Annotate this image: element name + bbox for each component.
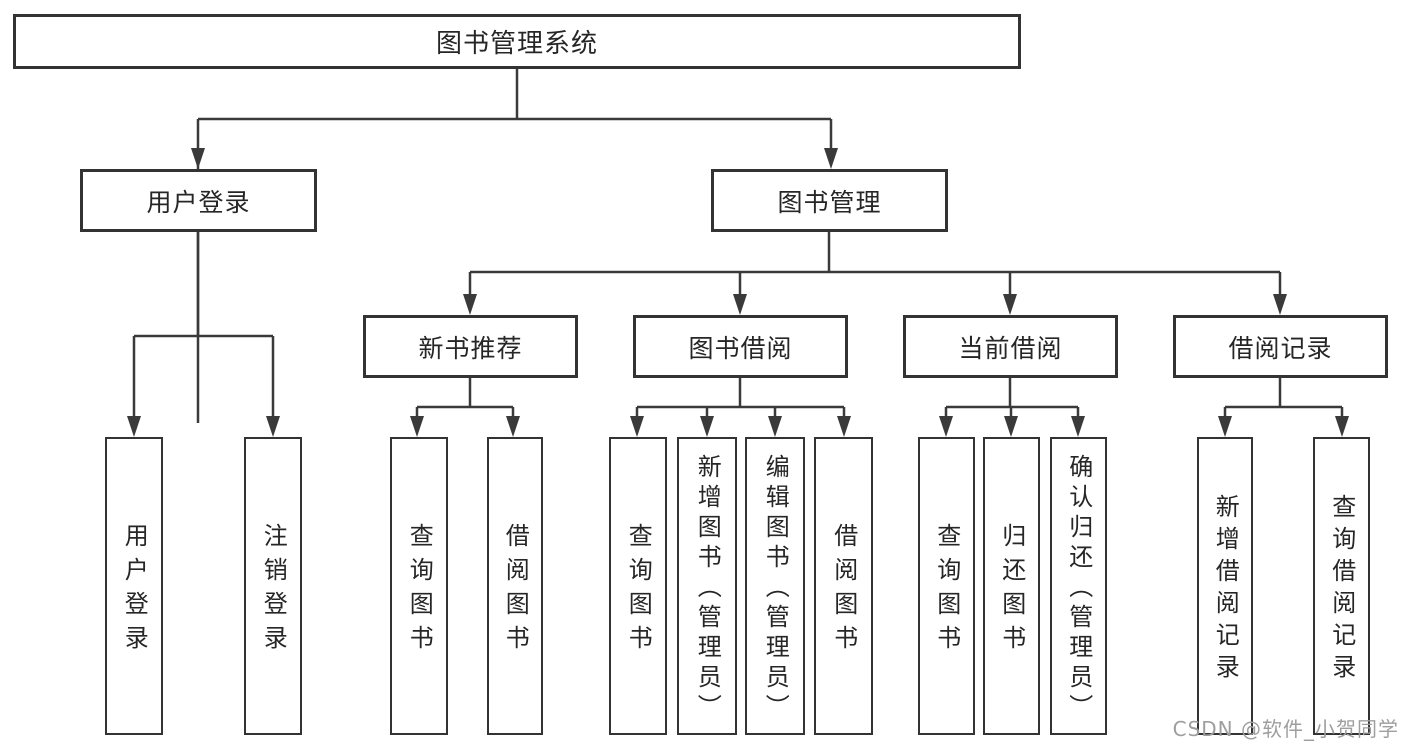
branch-root <box>196 69 833 423</box>
node-label: 新增图书（管理员） <box>693 454 722 724</box>
node-label: 查询借阅记录 <box>1327 494 1356 686</box>
node-nb-borrow-books: 借阅图书 <box>487 437 543 735</box>
node-book-borrowing: 图书借阅 <box>633 315 848 378</box>
node-new-book-recommend: 新书推荐 <box>363 315 578 378</box>
node-label: 借阅图书 <box>829 523 858 659</box>
node-label: 图书管理系统 <box>435 29 598 59</box>
watermark-text: CSDN @软件_小贺同学 <box>1172 717 1399 741</box>
node-nb-search-books: 查询图书 <box>390 437 448 735</box>
branch-borrowing-records <box>1223 378 1344 423</box>
node-br-add-record: 新增借阅记录 <box>1197 437 1253 735</box>
branch-new-book <box>415 378 515 423</box>
branch-book-management <box>468 232 1282 301</box>
node-label: 借阅记录 <box>1228 333 1333 363</box>
node-label: 图书借阅 <box>688 333 793 363</box>
branch-user-login <box>132 232 275 423</box>
node-logout: 注销登录 <box>244 437 302 735</box>
node-label: 注销登录 <box>259 523 288 659</box>
node-user-login: 用户登录 <box>80 169 317 232</box>
node-cb-confirm-return-admin: 确认归还（管理员） <box>1050 437 1107 735</box>
node-label: 当前借阅 <box>958 333 1063 363</box>
node-root: 图书管理系统 <box>13 14 1021 69</box>
node-bb-search-books: 查询图书 <box>609 437 667 735</box>
node-label: 用户登录 <box>146 187 251 217</box>
node-bb-add-books-admin: 新增图书（管理员） <box>677 437 737 735</box>
branch-lines <box>132 69 1344 423</box>
branch-book-borrowing <box>635 378 846 423</box>
node-label: 新增借阅记录 <box>1211 494 1240 686</box>
node-br-search-record: 查询借阅记录 <box>1313 437 1370 735</box>
node-bb-borrow-books: 借阅图书 <box>814 437 873 735</box>
node-book-management: 图书管理 <box>711 169 948 232</box>
node-cb-search-books: 查询图书 <box>918 437 975 735</box>
node-label: 编辑图书（管理员） <box>761 454 790 724</box>
node-label: 查询图书 <box>624 523 653 659</box>
node-label: 归还图书 <box>997 523 1026 659</box>
node-cb-return-books: 归还图书 <box>983 437 1040 735</box>
node-label: 用户登录 <box>120 523 149 659</box>
node-label: 查询图书 <box>405 523 434 659</box>
node-label: 借阅图书 <box>501 523 530 659</box>
node-label: 新书推荐 <box>418 333 523 363</box>
node-bb-edit-books-admin: 编辑图书（管理员） <box>745 437 805 735</box>
node-user-login-leaf: 用户登录 <box>105 437 163 735</box>
node-label: 图书管理 <box>777 187 882 217</box>
branch-current-borrowing <box>944 378 1080 423</box>
node-current-borrowing: 当前借阅 <box>903 315 1118 378</box>
node-borrowing-records: 借阅记录 <box>1173 315 1388 378</box>
node-label: 查询图书 <box>932 523 961 659</box>
node-label: 确认归还（管理员） <box>1064 454 1093 724</box>
